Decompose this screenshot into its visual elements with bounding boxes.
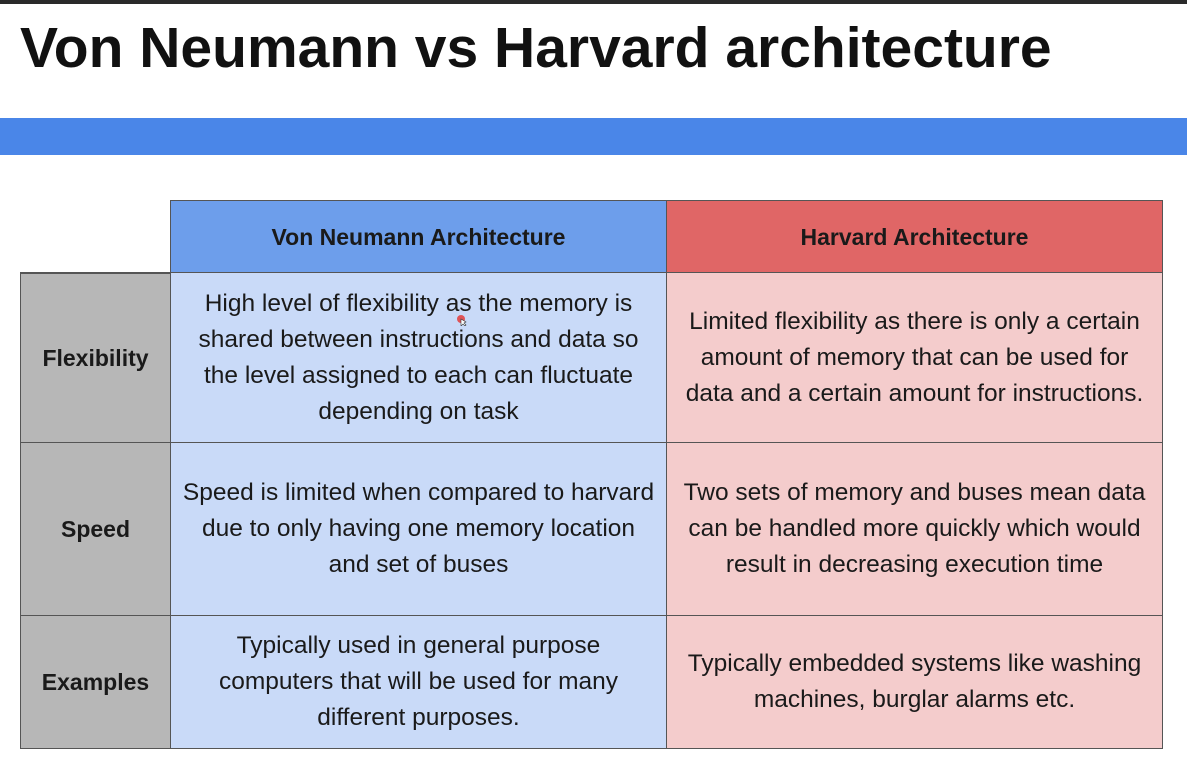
header-harvard: Harvard Architecture bbox=[667, 200, 1163, 273]
accent-bar bbox=[0, 118, 1187, 155]
cell-harvard-examples: Typically embedded systems like washing … bbox=[667, 616, 1163, 749]
cell-harvard-flexibility: Limited flexibility as there is only a c… bbox=[667, 273, 1163, 443]
comparison-table: Von Neumann Architecture Harvard Archite… bbox=[20, 200, 1163, 749]
top-border bbox=[0, 0, 1187, 4]
cell-harvard-speed: Two sets of memory and buses mean data c… bbox=[667, 443, 1163, 616]
header-von-neumann: Von Neumann Architecture bbox=[171, 200, 667, 273]
cell-von-neumann-examples: Typically used in general purpose comput… bbox=[171, 616, 667, 749]
row-label-examples: Examples bbox=[20, 616, 171, 749]
cell-von-neumann-flexibility: High level of flexibility as the memory … bbox=[171, 273, 667, 443]
row-label-flexibility: Flexibility bbox=[20, 273, 171, 443]
row-label-speed: Speed bbox=[20, 443, 171, 616]
table-corner-cell bbox=[20, 200, 171, 273]
mouse-pointer-icon bbox=[457, 315, 467, 326]
slide-title: Von Neumann vs Harvard architecture bbox=[20, 16, 1052, 80]
cell-von-neumann-speed: Speed is limited when compared to harvar… bbox=[171, 443, 667, 616]
